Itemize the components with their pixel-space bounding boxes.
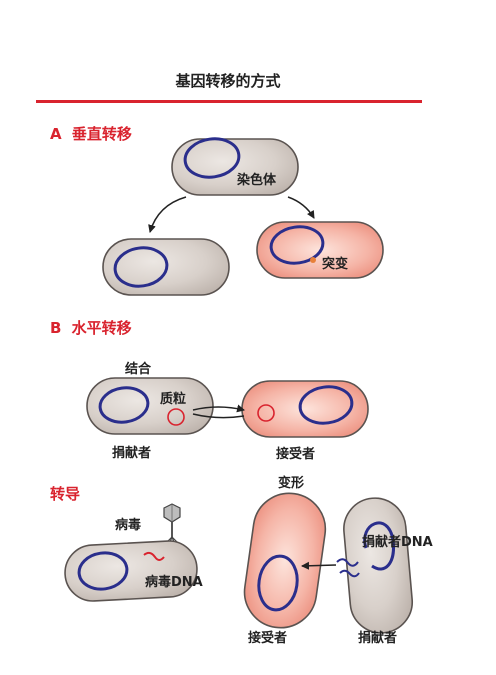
host-cell-c [64, 540, 198, 602]
chromosome-loop [77, 551, 129, 591]
donor-dna-fragment [339, 569, 360, 578]
chromosome-loop [298, 385, 354, 425]
section-c-heading: 转导 [50, 485, 80, 503]
mutation-label: 突变 [322, 256, 348, 272]
parent-cell [171, 137, 299, 196]
donor-cell-c [336, 497, 414, 634]
plasmid-ring [167, 408, 185, 426]
donor-dna-label: 捐献者DNA [362, 534, 433, 550]
broken-chromosome [363, 521, 395, 571]
chromosome-loop [257, 554, 299, 612]
conjugation-label: 结合 [125, 361, 152, 377]
donor-dna-fragment [336, 558, 359, 567]
dna-uptake-arrow [301, 561, 337, 570]
section-a-heading: A 垂直转移 [50, 125, 132, 143]
title-underline [36, 100, 422, 103]
recipient-cell-b [241, 380, 369, 438]
section-a-title: 垂直转移 [72, 125, 132, 143]
plasmid-label: 质粒 [160, 391, 186, 407]
mutation-dot [310, 257, 316, 263]
virus-label: 病毒 [115, 517, 141, 533]
chromosome-loop [98, 386, 150, 424]
virus-dna-label: 病毒DNA [145, 574, 203, 590]
section-a-letter: A [50, 125, 62, 143]
page-title: 基因转移的方式 [174, 72, 280, 90]
chromosome-loop [113, 246, 169, 288]
donor-cell-b [86, 377, 214, 435]
arrow-to-daughter-right [287, 196, 315, 219]
daughter-cell-mutant [256, 221, 384, 279]
section-b-letter: B [50, 319, 61, 337]
plasmid-ring [257, 404, 275, 422]
recipient-label-b: 接受者 [276, 446, 315, 462]
recipient-cell-c [243, 492, 327, 629]
arrow-to-daughter-left [148, 196, 187, 233]
plasmid-transfer-arrow-bottom [192, 413, 245, 419]
daughter-cell-normal [102, 238, 230, 296]
section-b-heading: B 水平转移 [50, 319, 132, 337]
plasmid-transfer-arrow-top [192, 404, 245, 413]
chromosome-loop [183, 137, 241, 179]
donor-label-c: 捐献者 [358, 630, 397, 646]
donor-label-b: 捐献者 [112, 445, 151, 461]
chromosome-label: 染色体 [236, 172, 277, 188]
chromosome-loop [269, 225, 325, 265]
section-b-title: 水平转移 [72, 319, 132, 337]
transformation-label: 变形 [278, 475, 304, 491]
recipient-label-c: 接受者 [248, 630, 287, 646]
viral-dna-strand [143, 551, 165, 561]
